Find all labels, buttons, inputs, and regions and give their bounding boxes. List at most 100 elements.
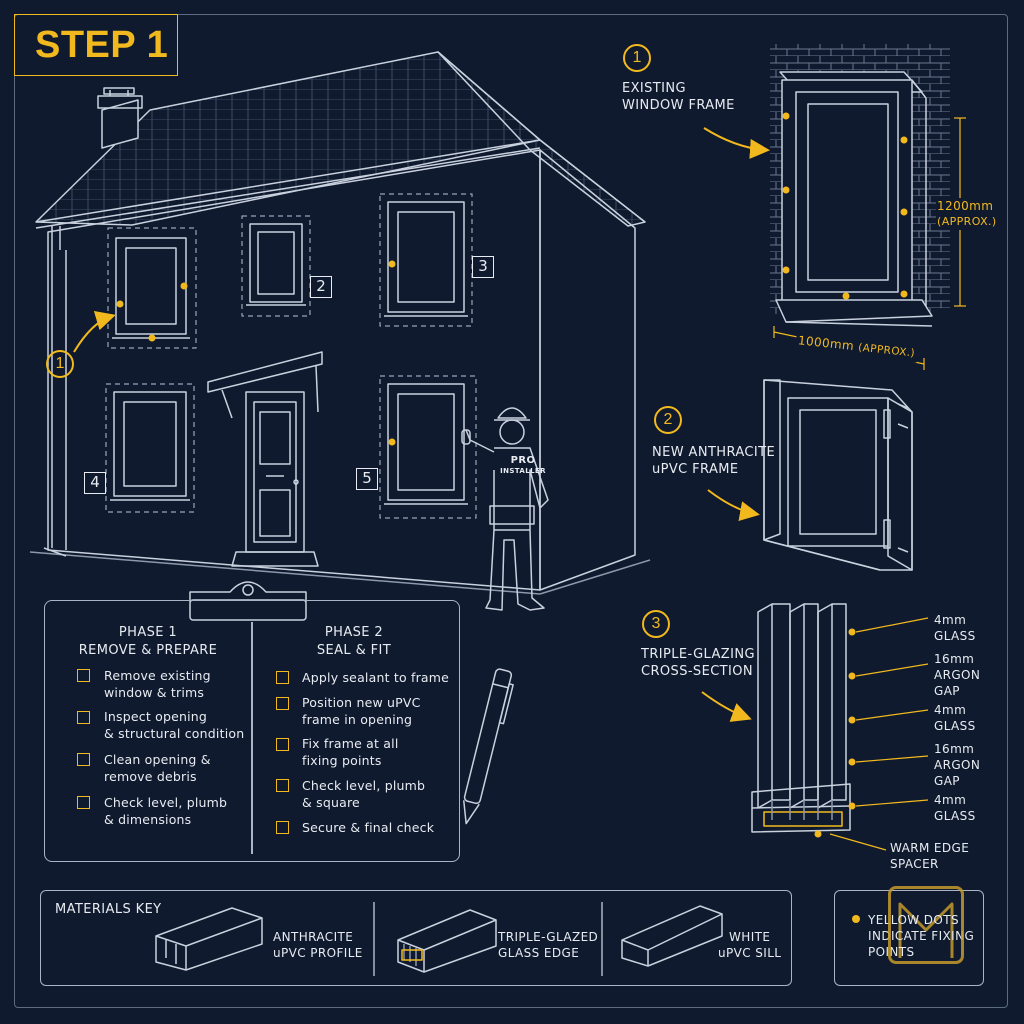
legend-line3: POINTS — [868, 945, 915, 959]
fixing-points-legend — [834, 890, 984, 986]
checklist-divider — [251, 622, 253, 854]
material-2-line2: GLASS EDGE — [498, 946, 580, 960]
phase-1-item-2-line1: Inspect opening — [104, 709, 208, 724]
glazing-layer-4-line3: GAP — [934, 774, 960, 788]
existing-window-frame-detail — [770, 44, 950, 327]
phase-1-item-3-line1: Clean opening & — [104, 752, 211, 767]
detail-3-line1: TRIPLE-GLAZING — [641, 647, 755, 662]
glazing-layer-4: 16mm ARGON GAP — [934, 741, 980, 789]
phase-2-checkbox-3[interactable] — [276, 738, 289, 751]
downpipe — [43, 226, 67, 557]
phase-2-item-1-line1: Apply sealant to frame — [302, 670, 450, 685]
phase-2-checkbox-2[interactable] — [276, 697, 289, 710]
glazing-layer-5-line2: GLASS — [934, 809, 976, 823]
phase-1-item-3-line2: remove debris — [104, 769, 197, 784]
phase-1-checkbox-4[interactable] — [77, 796, 90, 809]
height-dimension: 1200mm (APPROX.) — [936, 198, 998, 230]
anthracite-profile-icon — [155, 907, 263, 971]
width-note: (APPROX.) — [857, 341, 916, 360]
detail-3-label: TRIPLE-GLAZING CROSS-SECTION — [641, 646, 755, 680]
glazing-layer-3-line1: 4mm — [934, 703, 967, 717]
material-2-label: TRIPLE-GLAZED GLASS EDGE — [498, 929, 598, 961]
house-side-wall — [539, 149, 636, 591]
window-1 — [112, 237, 190, 339]
phase-2-item-4-line1: Check level, plumb — [302, 778, 426, 793]
window-3 — [384, 201, 468, 317]
phase-1-checkbox-3[interactable] — [77, 753, 90, 766]
phase-1-item-4-line2: & dimensions — [104, 812, 192, 827]
phase-2-item-3-line2: fixing points — [302, 753, 382, 768]
phase-2-item-4: Check level, plumb & square — [302, 777, 425, 811]
material-2-line1: TRIPLE-GLAZED — [498, 930, 599, 944]
phase-2-item-3: Fix frame at all fixing points — [302, 735, 399, 769]
phase-2-item-2-line2: frame in opening — [302, 712, 413, 727]
material-1-line2: uPVC PROFILE — [273, 946, 363, 960]
callout-arrows — [73, 127, 770, 722]
step-title: STEP 1 — [14, 14, 178, 76]
height-value: 1200mm — [937, 199, 994, 213]
glazing-layer-3-line2: GLASS — [934, 719, 976, 733]
phase-2-subtitle: SEAL & FIT — [316, 643, 392, 658]
white-sill-icon — [621, 905, 723, 967]
window-tag-3: 3 — [472, 256, 494, 278]
phase-1-checkbox-2[interactable] — [77, 711, 90, 724]
phase-1-item-2-line2: & structural condition — [104, 726, 245, 741]
phase-2-checkbox-1[interactable] — [276, 671, 289, 684]
phase-2-item-2-line1: Position new uPVC — [302, 695, 421, 710]
house-roof — [35, 51, 646, 229]
phase-1-item-3: Clean opening & remove debris — [104, 751, 211, 785]
detail-2-line2: uPVC FRAME — [652, 462, 739, 477]
glazing-leaders — [829, 617, 929, 851]
detail-1-line1: EXISTING — [622, 81, 686, 96]
brand-logo-icon — [888, 886, 964, 964]
glass-edge-icon — [397, 909, 497, 973]
logo-mark — [898, 902, 954, 958]
phase-2-checkbox-4[interactable] — [276, 779, 289, 792]
phase-2-item-5: Secure & final check — [302, 819, 434, 836]
fixing-points — [116, 112, 908, 923]
window-tag-5: 5 — [356, 468, 378, 490]
glazing-layer-2-line2: ARGON — [934, 668, 981, 682]
glazing-layer-2-line1: 16mm — [934, 652, 975, 666]
spacer-label: WARM EDGE SPACER — [890, 840, 969, 872]
material-3-line1: WHITE — [729, 930, 771, 944]
window-tag-2: 2 — [310, 276, 332, 298]
detail-2-label: NEW ANTHRACITE uPVC FRAME — [652, 444, 775, 478]
glazing-layer-2: 16mm ARGON GAP — [934, 651, 980, 699]
chimney — [97, 87, 143, 149]
detail-3-number: 3 — [642, 610, 670, 638]
detail-1-line2: WINDOW FRAME — [622, 98, 735, 113]
phase-1-title: PHASE 1 — [118, 625, 178, 640]
phase-1-checkbox-1[interactable] — [77, 669, 90, 682]
phase-2-item-4-line2: & square — [302, 795, 360, 810]
phase-1-item-1: Remove existing window & trims — [104, 667, 211, 701]
detail-1-label: EXISTING WINDOW FRAME — [622, 80, 735, 114]
materials-key-title: MATERIALS KEY — [55, 902, 162, 917]
phase-1-subtitle: REMOVE & PREPARE — [78, 643, 218, 658]
detail-2-line1: NEW ANTHRACITE — [652, 445, 776, 460]
material-3-line2: uPVC SILL — [718, 946, 782, 960]
phase-2-item-1: Apply sealant to frame — [302, 669, 449, 686]
glazing-layer-4-line2: ARGON — [934, 758, 981, 772]
house-callout-1: 1 — [46, 350, 74, 378]
diagram-border — [14, 14, 1008, 1008]
phase-1-item-1-line2: window & trims — [104, 685, 205, 700]
glazing-layer-1: 4mm GLASS — [934, 612, 976, 644]
installer-figure — [461, 407, 549, 611]
phase-2-item-5-line1: Secure & final check — [302, 820, 435, 835]
phase-1-header: PHASE 1 REMOVE & PREPARE — [60, 624, 236, 660]
phase-1-item-1-line1: Remove existing — [104, 668, 211, 683]
phase-2-item-2: Position new uPVC frame in opening — [302, 694, 421, 728]
material-3-label: WHITE uPVC SILL — [718, 929, 781, 961]
phase-2-checkbox-5[interactable] — [276, 821, 289, 834]
front-door — [207, 351, 323, 567]
glazing-layer-4-line1: 16mm — [934, 742, 975, 756]
installer-badge: PRO INSTALLER — [500, 456, 546, 476]
material-1-line1: ANTHRACITE — [273, 930, 354, 944]
installer-badge-line2: INSTALLER — [500, 467, 546, 475]
glazing-layer-1-line2: GLASS — [934, 629, 976, 643]
detail-2-number: 2 — [654, 406, 682, 434]
detail-3-line2: CROSS-SECTION — [641, 664, 754, 679]
spacer-label-line1: WARM EDGE — [890, 841, 970, 855]
phase-2-header: PHASE 2 SEAL & FIT — [266, 624, 442, 660]
